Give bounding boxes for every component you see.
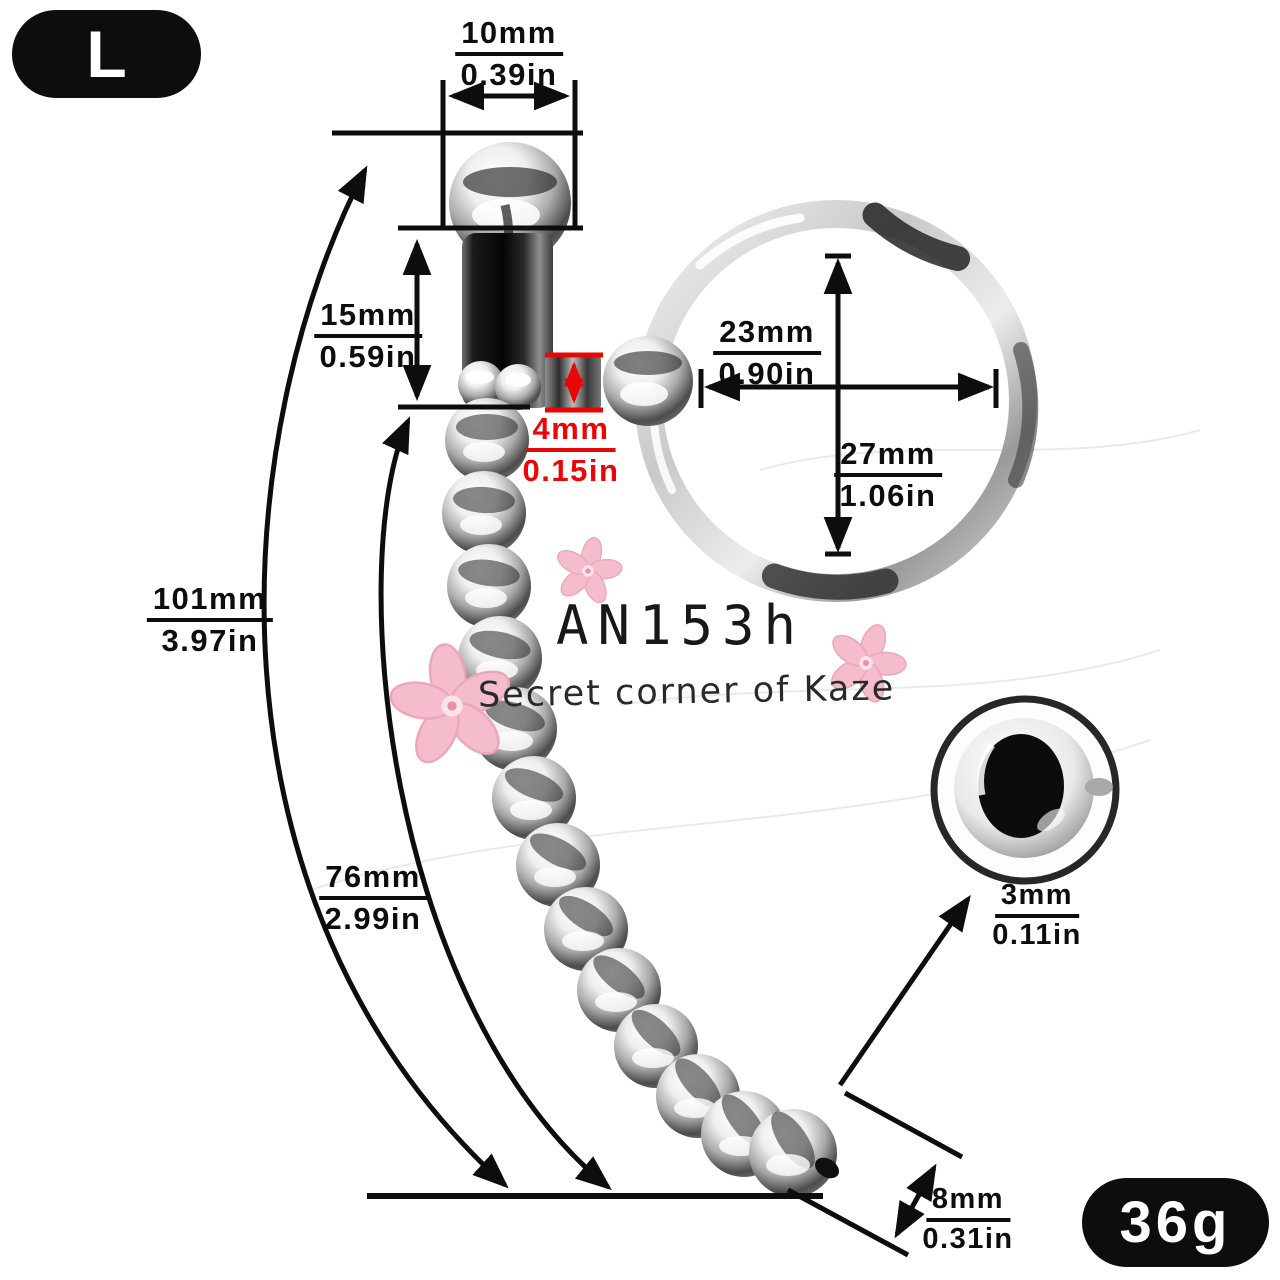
weight-badge: 36g [1082,1178,1269,1267]
tip-tangent-lower [786,1187,910,1258]
arrow-insertable-length [378,416,612,1191]
hole-inset [930,695,1120,885]
dim-head-ball-width: 10mm 0.39in [455,16,563,92]
dim-ring-inner-height: 27mm 1.06in [834,437,942,513]
dim-ring-inner-width-inch: 0.90in [718,356,816,392]
dim-total-length-inch: 3.97in [161,623,259,659]
groove-measurement [545,352,603,413]
dim-ring-inner-width-mm: 23mm [713,315,821,356]
dim-total-length-mm: 101mm [146,582,274,623]
dim-connector-groove-mm: 4mm [526,412,616,453]
dim-head-height-inch: 0.59in [319,339,417,375]
beaded-shaft [442,398,840,1197]
dim-ring-inner-height-mm: 27mm [834,437,942,478]
dim-tip-diameter-mm: 8mm [925,1183,1011,1223]
dim-insertable-length-inch: 2.99in [324,901,422,937]
dim-head-ball-width-inch: 0.39in [460,57,558,93]
dim-insertable-length: 76mm 2.99in [319,860,427,936]
tip-hole [814,1157,840,1179]
dim-hole-diameter: 3mm 0.11in [992,879,1082,952]
tip-tangent-upper [843,1090,964,1160]
dim-connector-groove-inch: 0.15in [522,453,620,489]
dim-head-ball-width-mm: 10mm [455,16,563,57]
shaft-tip [749,1109,840,1197]
dim-insertable-length-mm: 76mm [319,860,427,901]
dimension-lines [261,80,999,1258]
size-badge-label: L [86,17,127,91]
dim-ring-inner-width: 23mm 0.90in [713,315,821,391]
dim-hole-diameter-mm: 3mm [994,879,1080,919]
dim-connector-groove: 4mm 0.15in [523,412,620,488]
handle-cylinder [458,233,553,410]
dim-ring-inner-height-inch: 1.06in [839,478,937,514]
size-badge: L [12,10,201,98]
arrow-to-hole-inset [837,894,971,1087]
dim-tip-diameter-inch: 0.31in [922,1223,1014,1256]
watermark-brand: AN153h [556,594,806,657]
arrow-tip-diameter [894,1163,937,1239]
dim-total-length: 101mm 3.97in [146,582,274,659]
dim-tip-diameter: 8mm 0.31in [922,1183,1014,1256]
watermark-tagline: Secret corner of Kaze [477,668,896,716]
dim-head-height-mm: 15mm [314,298,422,339]
weight-badge-label: 36g [1119,1190,1232,1255]
dim-hole-diameter-inch: 0.11in [992,919,1082,952]
ring-ball [603,336,693,426]
dim-head-height: 15mm 0.59in [314,298,422,374]
